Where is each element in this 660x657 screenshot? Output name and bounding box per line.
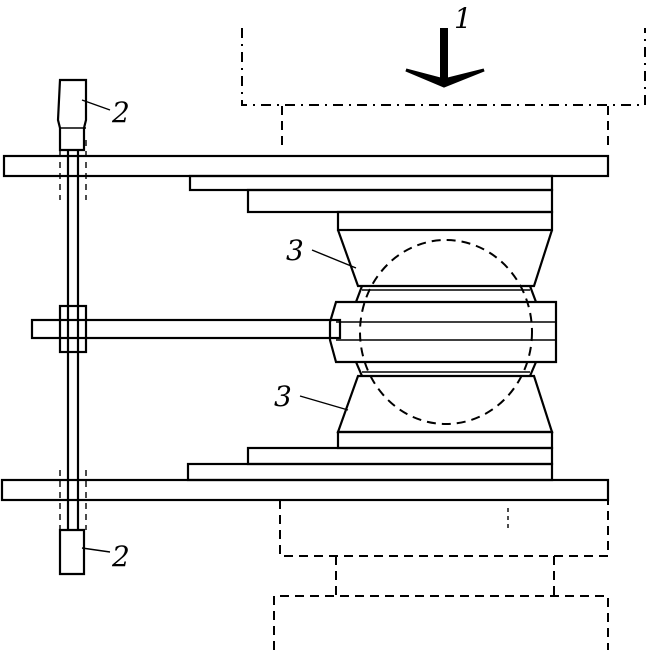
tie-rod (56, 78, 88, 576)
label-upper-block: 3 (286, 234, 304, 267)
label-rod-top: 2 (111, 96, 130, 129)
label-rod-bottom: 2 (111, 540, 130, 573)
specimen-outline (359, 239, 533, 425)
label-load-arrow: 1 (454, 2, 472, 35)
lower-press-base (273, 500, 609, 650)
lower-plate (0, 446, 610, 502)
upper-press-ram (241, 28, 646, 150)
lower-block (336, 361, 554, 450)
center-plate (30, 300, 558, 364)
upper-plate (2, 154, 610, 214)
leader-lines (81, 99, 357, 553)
load-arrow (405, 28, 485, 88)
upper-block (336, 210, 554, 303)
label-lower-block: 3 (274, 380, 292, 413)
